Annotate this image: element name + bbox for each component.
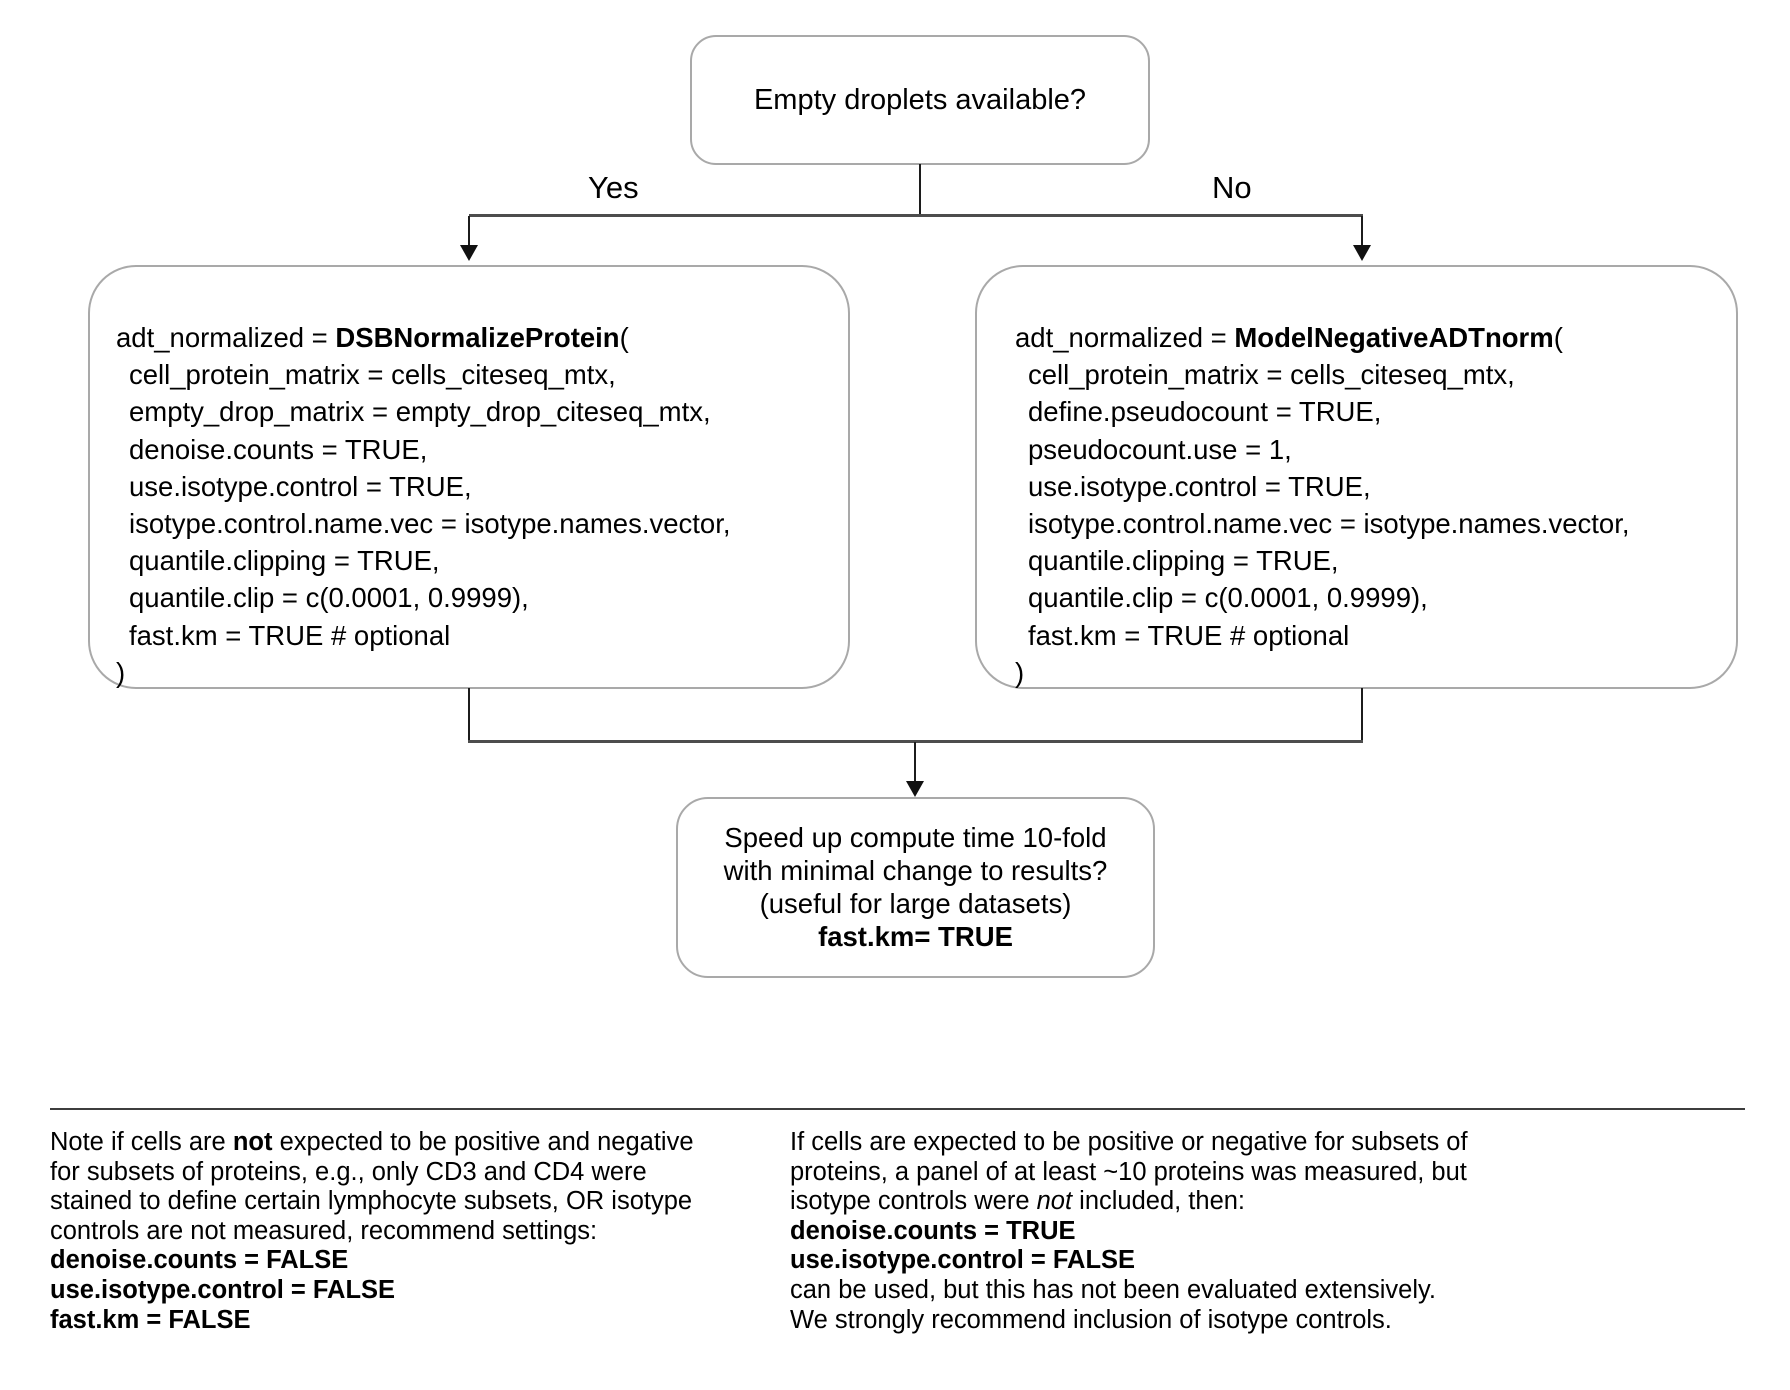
- connector-center-vertical: [914, 742, 916, 783]
- function-name: ModelNegativeADTnorm: [1234, 322, 1554, 353]
- arrow-down-icon: [1353, 245, 1371, 261]
- code-text: adt_normalized =: [1015, 322, 1235, 353]
- code-line: use.isotype.control = TRUE,: [129, 470, 472, 502]
- decision-box-label: Empty droplets available?: [753, 83, 1087, 116]
- note-line: proteins, a panel of at least ~10 protei…: [790, 1157, 1467, 1186]
- connector-branch-horizontal: [469, 214, 1363, 217]
- speed-box-fastkm-setting: fast.km= TRUE: [818, 921, 1013, 952]
- note-setting: use.isotype.control = FALSE: [50, 1275, 396, 1304]
- code-line: quantile.clip = c(0.0001, 0.9999),: [129, 582, 529, 614]
- note-right: If cells are expected to be positive or …: [790, 1128, 1520, 1335]
- note-setting: fast.km = FALSE: [50, 1305, 251, 1334]
- code-line: use.isotype.control = TRUE,: [1028, 470, 1371, 502]
- speed-box-line: Speed up compute time 10-fold: [724, 822, 1107, 853]
- function-name: DSBNormalizeProtein: [335, 322, 620, 353]
- connector-yes-vertical: [468, 216, 470, 246]
- code-line: isotype.control.name.vec = isotype.names…: [129, 508, 731, 540]
- code-line: cell_protein_matrix = cells_citeseq_mtx,: [1028, 359, 1515, 391]
- note-text: expected to be positive and negative: [272, 1128, 694, 1156]
- code-line: quantile.clip = c(0.0001, 0.9999),: [1028, 582, 1428, 614]
- code-line: define.pseudocount = TRUE,: [1028, 396, 1382, 428]
- connector-join-horizontal: [468, 740, 1363, 743]
- note-text: Note if cells are: [50, 1128, 233, 1156]
- code-text: (: [1553, 322, 1563, 353]
- arrow-down-icon: [906, 781, 924, 797]
- connector-top-vertical: [919, 164, 921, 215]
- note-line: isotype controls were not included, then…: [790, 1187, 1520, 1217]
- note-line: We strongly recommend inclusion of isoty…: [790, 1305, 1392, 1334]
- divider-line: [50, 1108, 1745, 1110]
- note-line: can be used, but this has not been evalu…: [790, 1275, 1436, 1304]
- code-line: isotype.control.name.vec = isotype.names…: [1028, 508, 1630, 540]
- code-line: denoise.counts = TRUE,: [129, 433, 428, 465]
- note-text: isotype controls were: [790, 1187, 1037, 1216]
- note-left: Note if cells are not expected to be pos…: [50, 1128, 740, 1335]
- decision-box-empty-droplets: Empty droplets available?: [690, 35, 1150, 165]
- model-negative-adtnorm-box: adt_normalized = ModelNegativeADTnorm( c…: [975, 265, 1738, 689]
- dsb-code-block: adt_normalized = DSBNormalizeProtein( ce…: [90, 267, 848, 691]
- dsb-normalize-protein-box: adt_normalized = DSBNormalizeProtein( ce…: [88, 265, 850, 689]
- note-line: for subsets of proteins, e.g., only CD3 …: [50, 1157, 647, 1186]
- note-line: stained to define certain lymphocyte sub…: [50, 1187, 693, 1216]
- arrow-down-icon: [460, 245, 478, 261]
- connector-right-bottom-vertical: [1361, 688, 1363, 742]
- speed-box-line: with minimal change to results?: [723, 855, 1108, 886]
- note-setting: use.isotype.control = FALSE: [790, 1246, 1136, 1275]
- speed-up-box: Speed up compute time 10-fold with minim…: [676, 797, 1155, 978]
- code-text: (: [619, 322, 629, 353]
- code-line: adt_normalized = ModelNegativeADTnorm(: [1015, 319, 1736, 356]
- code-line: pseudocount.use = 1,: [1028, 433, 1292, 465]
- note-line: Note if cells are not expected to be pos…: [50, 1128, 740, 1158]
- code-line: fast.km = TRUE # optional: [1028, 619, 1350, 651]
- note-text-italic: not: [1036, 1187, 1073, 1216]
- speed-box-line: (useful for large datasets): [759, 888, 1072, 919]
- connector-left-bottom-vertical: [468, 688, 470, 742]
- model-negative-code-block: adt_normalized = ModelNegativeADTnorm( c…: [977, 267, 1736, 691]
- code-line: ): [116, 656, 126, 688]
- code-line: empty_drop_matrix = empty_drop_citeseq_m…: [129, 396, 711, 428]
- note-line: controls are not measured, recommend set…: [50, 1216, 598, 1245]
- code-line: quantile.clipping = TRUE,: [1028, 545, 1339, 577]
- code-text: adt_normalized =: [116, 322, 336, 353]
- note-text-bold: not: [232, 1128, 273, 1156]
- code-line: cell_protein_matrix = cells_citeseq_mtx,: [129, 359, 616, 391]
- note-setting: denoise.counts = FALSE: [50, 1246, 349, 1275]
- code-line: adt_normalized = DSBNormalizeProtein(: [116, 319, 848, 356]
- note-setting: denoise.counts = TRUE: [790, 1216, 1076, 1245]
- note-text: included, then:: [1072, 1187, 1246, 1216]
- code-line: fast.km = TRUE # optional: [129, 619, 451, 651]
- no-branch-label: No: [1212, 170, 1252, 205]
- connector-no-vertical: [1361, 216, 1363, 246]
- code-line: ): [1015, 656, 1025, 688]
- note-line: If cells are expected to be positive or …: [790, 1128, 1468, 1156]
- code-line: quantile.clipping = TRUE,: [129, 545, 440, 577]
- yes-branch-label: Yes: [588, 170, 639, 205]
